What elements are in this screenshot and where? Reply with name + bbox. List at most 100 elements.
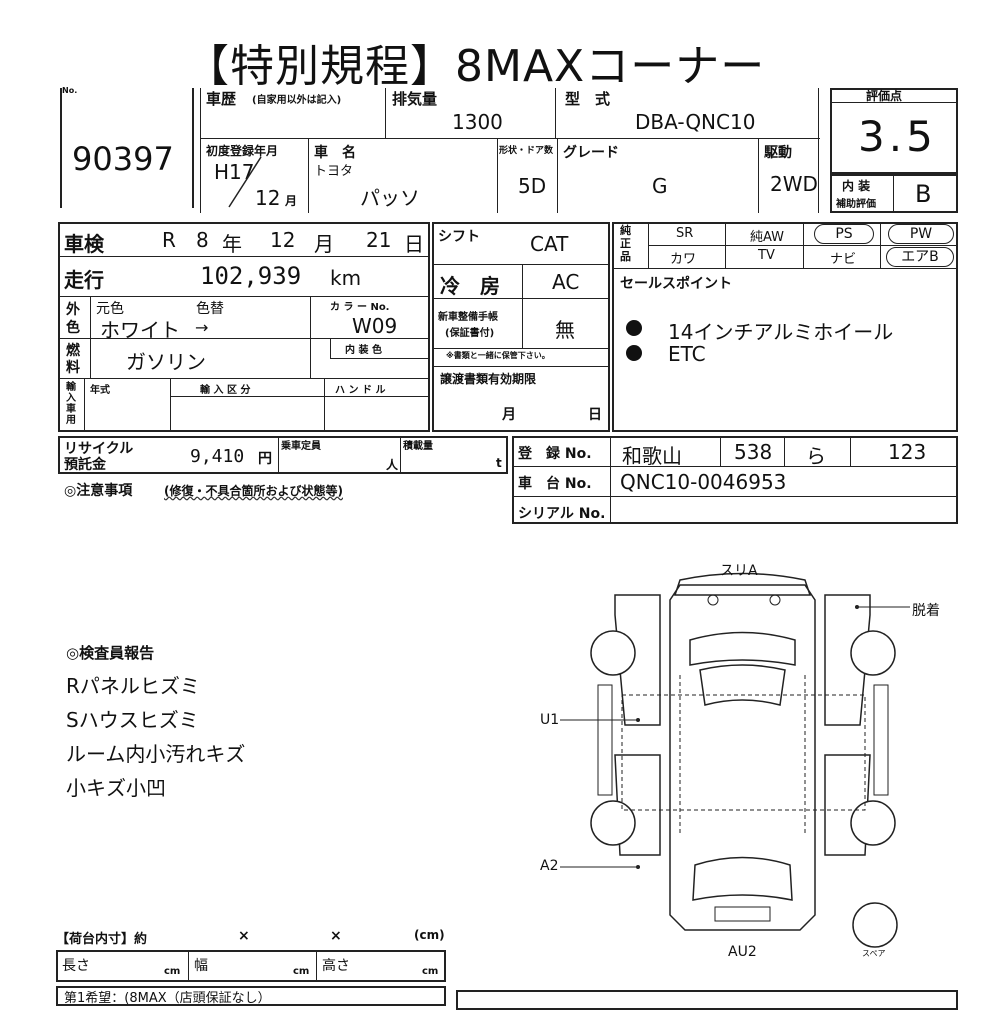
- import-sep-2: [170, 378, 171, 432]
- length-label: 長さ: [62, 958, 90, 974]
- shift-value: CAT: [530, 232, 569, 256]
- row-line-4: [58, 378, 430, 379]
- color-no: W09: [352, 314, 398, 338]
- capacity-label: 乗車定員: [281, 441, 321, 452]
- manual-label-1: 新車整備手帳: [438, 312, 498, 323]
- car-name: パッソ: [360, 186, 420, 210]
- eq-line-2: [432, 298, 610, 299]
- model-year-label: 年式: [90, 385, 110, 396]
- sales-label: セールスポイント: [620, 276, 732, 292]
- reg-sep-2: [784, 436, 785, 466]
- ac-value: AC: [552, 270, 580, 294]
- import-class-label: 輸 入 区 分: [200, 385, 251, 396]
- shaken-day: 21: [366, 228, 392, 252]
- manual-label-2: (保証書付): [445, 328, 495, 339]
- cargo-footer: 第1希望：(8MAX（店頭保証なし）: [64, 991, 271, 1006]
- month-unit: 月: [285, 194, 298, 208]
- import-col-sep: [84, 378, 85, 432]
- diagram-left-mid-label: U1: [540, 712, 560, 728]
- slash-icon: [228, 156, 262, 208]
- displacement-value: 1300: [452, 110, 503, 134]
- shaken-era: R: [162, 228, 176, 252]
- opt-mid-line: [648, 245, 958, 246]
- interior-color-line: [330, 358, 430, 359]
- option-leather: カワ: [670, 252, 697, 267]
- height-label: 高さ: [322, 958, 350, 974]
- cargo-label: 【荷台内寸】約: [56, 932, 148, 947]
- orig-color: ホワイト: [100, 318, 180, 342]
- shaken-label: 車検: [64, 232, 104, 256]
- reg-class: 538: [734, 440, 773, 464]
- cargo-table: [56, 950, 446, 982]
- color-no-sep: [310, 296, 311, 378]
- report-label: ◎検査員報告: [66, 644, 155, 662]
- year-unit: 年: [222, 232, 242, 256]
- lot-number: 90397: [72, 140, 174, 178]
- handle-label: ハ ン ド ル: [335, 385, 386, 396]
- header-divider: [200, 138, 820, 139]
- cargo-sep-2: [316, 950, 317, 982]
- option-sr: SR: [676, 226, 694, 241]
- drive-value: 2WD: [770, 172, 818, 196]
- color-change-label: 色替: [196, 301, 224, 317]
- import-sep-3: [324, 378, 325, 432]
- interior-label-2: 補助評価: [836, 199, 876, 210]
- header-sep-6: [758, 138, 759, 213]
- color-no-label: カ ラ ー No.: [330, 302, 390, 313]
- interior-box: [830, 174, 958, 213]
- bottom-right-box: [456, 990, 958, 1010]
- manual-value: 無: [555, 318, 575, 342]
- header-sep-1: [385, 88, 386, 138]
- report-item-4: 小キズ小凹: [66, 776, 166, 800]
- reg-place: 和歌山: [622, 444, 682, 468]
- score-value: 3.5: [858, 112, 937, 161]
- color-col-sep: [90, 296, 91, 378]
- header-sep-3: [308, 138, 309, 213]
- manual-note: ※書類と一緒に保管下さい。: [446, 351, 550, 360]
- cargo-x2: ×: [330, 928, 342, 944]
- ac-label: 冷 房: [440, 274, 500, 298]
- transfer-label: 譲渡書類有効期限: [440, 372, 537, 386]
- reg-line-1: [512, 466, 958, 467]
- chassis-label: 車 台 No.: [518, 476, 592, 492]
- report-item-1: Rパネルヒズミ: [66, 674, 200, 698]
- eq-line-4: [432, 348, 610, 349]
- first-reg-month: 12: [255, 186, 281, 210]
- model-label: 型 式: [565, 90, 611, 108]
- row-line-2: [58, 296, 430, 297]
- fuel-label-2: 料: [66, 360, 80, 376]
- cm-unit-3: cm: [422, 966, 439, 977]
- score-box-divider: [830, 102, 958, 103]
- genuine-label: 純正品: [620, 224, 631, 263]
- shaken-year: 8: [196, 228, 209, 252]
- option-pw: PW: [888, 224, 954, 244]
- history-label: 車歴: [206, 90, 237, 108]
- first-reg-year: H17: [214, 160, 255, 184]
- header-sep-4: [497, 138, 498, 213]
- fuel-value: ガソリン: [126, 350, 206, 374]
- serial-label: シリアル No.: [518, 506, 606, 522]
- diagram-right-front-label: 脱着: [912, 603, 940, 619]
- option-airbag: エアB: [886, 247, 954, 267]
- bullet-icon: [626, 320, 642, 336]
- option-tv: TV: [758, 248, 775, 263]
- import-header-line: [170, 396, 430, 397]
- color-label-2: 色: [66, 320, 80, 336]
- eq-line-3: [432, 366, 610, 367]
- mileage-label: 走行: [64, 268, 104, 292]
- model-value: DBA-QNC10: [635, 110, 756, 134]
- inspection-table: [58, 222, 430, 432]
- notes-sub: (修復・不具合箇所および状態等): [164, 484, 343, 498]
- cm-unit-1: cm: [164, 966, 181, 977]
- header-sep-5: [557, 138, 558, 213]
- header-right-border: [818, 88, 819, 213]
- grade-value: G: [652, 174, 668, 198]
- diagram-left-rear-label: A2: [540, 858, 559, 874]
- interior-color-sep: [330, 338, 331, 358]
- cm-unit-2: cm: [293, 966, 310, 977]
- cargo-x1: ×: [238, 928, 250, 944]
- transfer-month: 月: [502, 407, 516, 423]
- bullet-icon: [626, 345, 642, 361]
- registration-table: [512, 436, 958, 524]
- displacement-label: 排気量: [392, 90, 438, 108]
